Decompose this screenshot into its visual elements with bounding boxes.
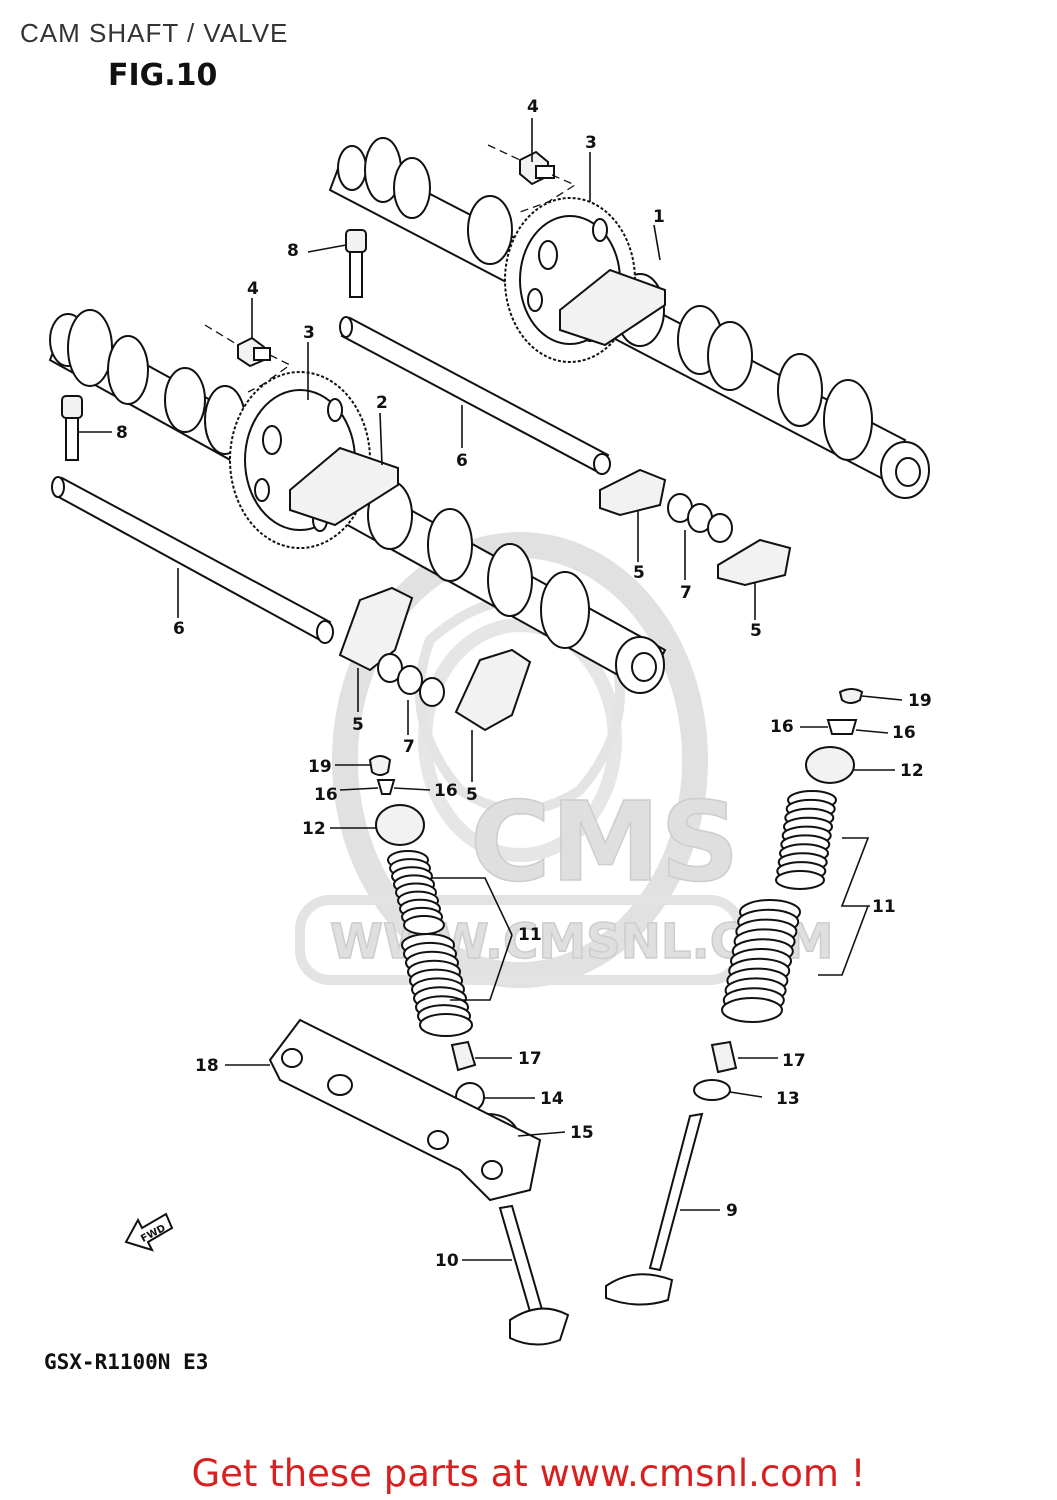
spring-seat-13 [693, 1079, 731, 1101]
bolt-4-upper [519, 150, 555, 186]
callout-11-right: 11 [872, 897, 896, 917]
callout-8-upper: 8 [287, 241, 299, 261]
exhaust-valve-10 [498, 1204, 570, 1346]
callout-16-left-a: 16 [314, 785, 338, 805]
cotter-16-right [826, 719, 858, 735]
callout-12-left: 12 [302, 819, 326, 839]
retainer-12-right [805, 746, 855, 784]
callout-5-upper-a: 5 [633, 563, 645, 583]
valve-springs-11-left [387, 850, 473, 1037]
callout-4-upper: 4 [527, 97, 539, 117]
stem-seal-17-right [710, 1040, 738, 1074]
stem-seal-17-left [450, 1040, 477, 1072]
shim-19-left [368, 755, 392, 776]
callout-16-right-b: 16 [892, 723, 916, 743]
lower-cam-bracket [289, 446, 399, 527]
fwd-arrow: FWD [124, 1212, 174, 1252]
spring-coil [775, 870, 825, 890]
valve-gasket-18 [268, 1018, 542, 1202]
callout-10: 10 [435, 1251, 459, 1271]
callout-5-lower-a: 5 [352, 715, 364, 735]
get-parts-link[interactable]: Get these parts at www.cmsnl.com ! [191, 1452, 866, 1495]
bolt-4-lower [237, 336, 271, 368]
callout-7-upper: 7 [680, 583, 692, 603]
callout-13: 13 [776, 1089, 800, 1109]
rocker-shaft-lower [51, 476, 334, 644]
spring-7-upper [667, 493, 733, 543]
spring-coil [403, 915, 445, 935]
callout-18: 18 [195, 1056, 219, 1076]
callout-16-right-a: 16 [770, 717, 794, 737]
callout-11-left: 11 [518, 925, 542, 945]
callout-19-left: 19 [308, 757, 332, 777]
cotter-16-left [376, 779, 396, 795]
bolt-4-lower-guide [204, 324, 292, 393]
callout-12-right: 12 [900, 761, 924, 781]
callout-numbers: 1 2 3 3 4 4 5 5 5 5 6 6 7 7 8 8 9 10 11 … [116, 97, 932, 1271]
callout-5-upper-b: 5 [750, 621, 762, 641]
retainer-12-left [375, 804, 425, 846]
callout-14: 14 [540, 1089, 564, 1109]
valve-springs-11-right [721, 790, 837, 1023]
rocker-arm-upper-a [599, 468, 667, 517]
rocker-arm-upper-b [717, 538, 792, 587]
callout-8-lower: 8 [116, 423, 128, 443]
bolt-8-upper [345, 229, 367, 298]
callout-6-upper: 6 [456, 451, 468, 471]
callout-2: 2 [376, 393, 388, 413]
intake-valve-9 [605, 1112, 704, 1306]
leader-lines [78, 118, 903, 1261]
bolt-4-upper-guide [487, 144, 577, 213]
callout-16-left-b: 16 [434, 781, 458, 801]
page-title: CAM SHAFT / VALVE [20, 18, 289, 48]
callout-3-lower: 3 [303, 323, 315, 343]
callout-6-lower: 6 [173, 619, 185, 639]
callout-3-upper: 3 [585, 133, 597, 153]
callout-9: 9 [726, 1201, 738, 1221]
callout-17-right: 17 [782, 1051, 806, 1071]
callout-19-right: 19 [908, 691, 932, 711]
rocker-shaft-upper [339, 316, 611, 475]
bolt-8-lower [61, 395, 83, 461]
callout-5-lower-b: 5 [466, 785, 478, 805]
spring-coil [419, 1013, 473, 1037]
upper-cam-bracket [559, 268, 666, 347]
watermark-brand: CMS [470, 778, 739, 906]
spring-7-lower [377, 653, 445, 707]
callout-4-lower: 4 [247, 279, 259, 299]
callout-15: 15 [570, 1123, 594, 1143]
callout-17-left: 17 [518, 1049, 542, 1069]
rocker-arm-lower-a [338, 586, 414, 672]
figure-label: FIG.10 [108, 58, 218, 93]
spring-coil [721, 997, 783, 1023]
callout-1: 1 [653, 207, 665, 227]
shim-19-right [838, 688, 864, 704]
callout-7-lower: 7 [403, 737, 415, 757]
rocker-arm-lower-b [454, 648, 532, 732]
model-code: GSX-R1100N E3 [44, 1350, 209, 1374]
